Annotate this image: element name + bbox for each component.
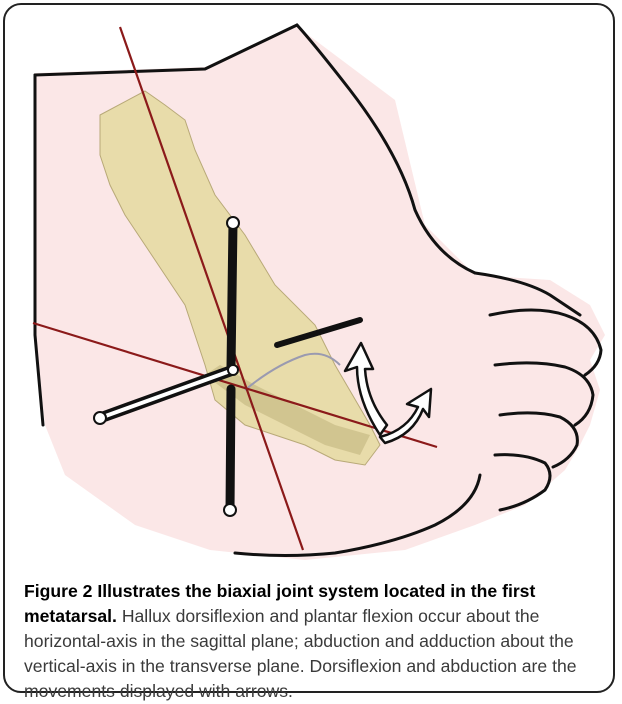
figure-caption: Figure 2 Illustrates the biaxial joint s… [24,579,614,704]
foot-illustration [5,5,622,575]
figure-frame: Figure 2 Illustrates the biaxial joint s… [3,3,615,693]
